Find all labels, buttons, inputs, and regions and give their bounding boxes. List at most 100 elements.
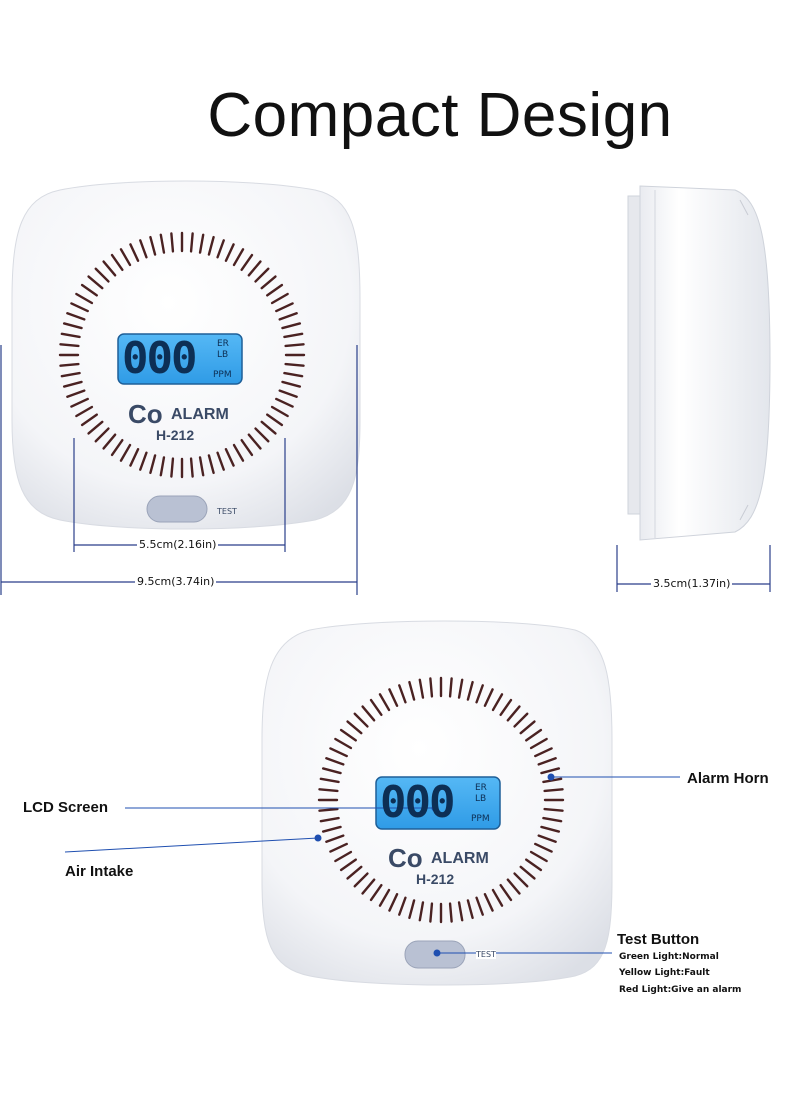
vent-slot [283,332,304,339]
vent-slot [466,680,474,701]
vent-slot [260,420,277,435]
vent-slot [408,680,416,701]
vent-slot [329,747,348,758]
vent-slot [457,678,464,699]
vent-slot [353,872,369,888]
dimension-inner-width: 5.5cm(2.16in) [137,538,219,551]
vent-slot [224,243,235,262]
dimension-outer-width: 9.5cm(3.74in) [135,575,217,588]
vent-slot [519,865,536,880]
vent-slot [334,850,353,863]
vent-slot [540,767,561,775]
vent-slot [70,302,89,313]
vent-slot [66,312,86,321]
test-label: TEST [217,507,237,516]
vent-slot [398,896,407,916]
vent-slot [346,865,363,880]
test-button[interactable] [146,495,208,523]
vent-slot [346,720,363,735]
vent-slot [339,728,358,742]
vent-slot [110,438,124,457]
vent-slot [388,688,399,707]
vent-slot [281,380,302,388]
vent-slot [189,457,194,478]
callout-test-button: Test Button [617,931,700,948]
vent-slot [207,454,215,475]
lcd-screen [375,776,501,830]
vent-slot [62,380,83,388]
brand-logo: Co [388,843,423,873]
vent-slot [537,757,557,766]
vent-slot [321,825,342,833]
lcd-flag: LB [217,350,229,360]
vent-slot [513,872,529,888]
vent-slot [66,389,86,398]
vent-slot [361,705,376,722]
vent-slot [491,693,504,712]
vent-slot [232,443,245,462]
vent-slot [388,893,399,912]
lcd-flag: ER [475,783,487,793]
vent-slot [247,260,262,277]
vent-slot [270,292,289,305]
vent-slot [339,858,358,872]
vent-slot [265,413,284,427]
vent-slot [448,902,453,923]
vent-slot [353,712,369,728]
vent-slot [543,807,564,812]
vent-slot [139,239,148,259]
vent-slot [129,448,140,467]
vent-slot [513,712,529,728]
vent-slot [334,737,353,750]
vent-slot [542,777,563,784]
vent-slot [378,888,391,907]
vent-slot [483,688,494,707]
vent-slot [475,896,484,916]
vent-slot [281,322,302,330]
vent-slot [216,239,225,259]
dimension-depth: 3.5cm(1.37in) [651,577,733,590]
callout-alarm-horn: Alarm Horn [687,770,769,787]
vent-slot [275,397,294,408]
vent-slot [102,260,117,277]
vent-slot [94,267,110,283]
vent-slot [408,899,416,920]
vent-slot [149,235,157,256]
front-view-device [11,180,361,530]
vent-slot [418,901,425,922]
vent-slot [94,427,110,443]
vent-slot [198,233,205,254]
lcd-unit: PPM [213,370,232,380]
vent-slot [59,343,80,348]
vent-slot [524,728,543,742]
vent-slot [506,705,521,722]
side-view-device [627,185,771,541]
vent-slot [543,788,564,793]
vent-slot [254,267,270,283]
vent-slot [60,371,81,378]
vent-slot [270,405,289,418]
vent-slot [247,433,262,450]
vent-slot [159,233,166,254]
vent-slot [232,248,245,267]
model-number: H-212 [416,871,455,887]
brand-word: ALARM [171,406,229,423]
vent-slot [318,788,339,793]
vent-slot [170,232,175,253]
vent-slot [129,243,140,262]
vent-slot [537,834,557,843]
vent-slot [240,253,254,272]
vent-slot [284,362,305,367]
vent-slot [170,457,175,478]
vent-slot [448,677,453,698]
vent-slot [70,397,89,408]
lcd-digits: 000 [380,777,455,828]
bottom-view-device [261,620,613,986]
brand-logo: Co [128,399,163,429]
brand-word: ALARM [431,850,489,867]
lcd-flag: ER [217,339,229,349]
vent-slot [159,456,166,477]
vent-slot [275,302,294,313]
vent-slot [318,807,339,812]
